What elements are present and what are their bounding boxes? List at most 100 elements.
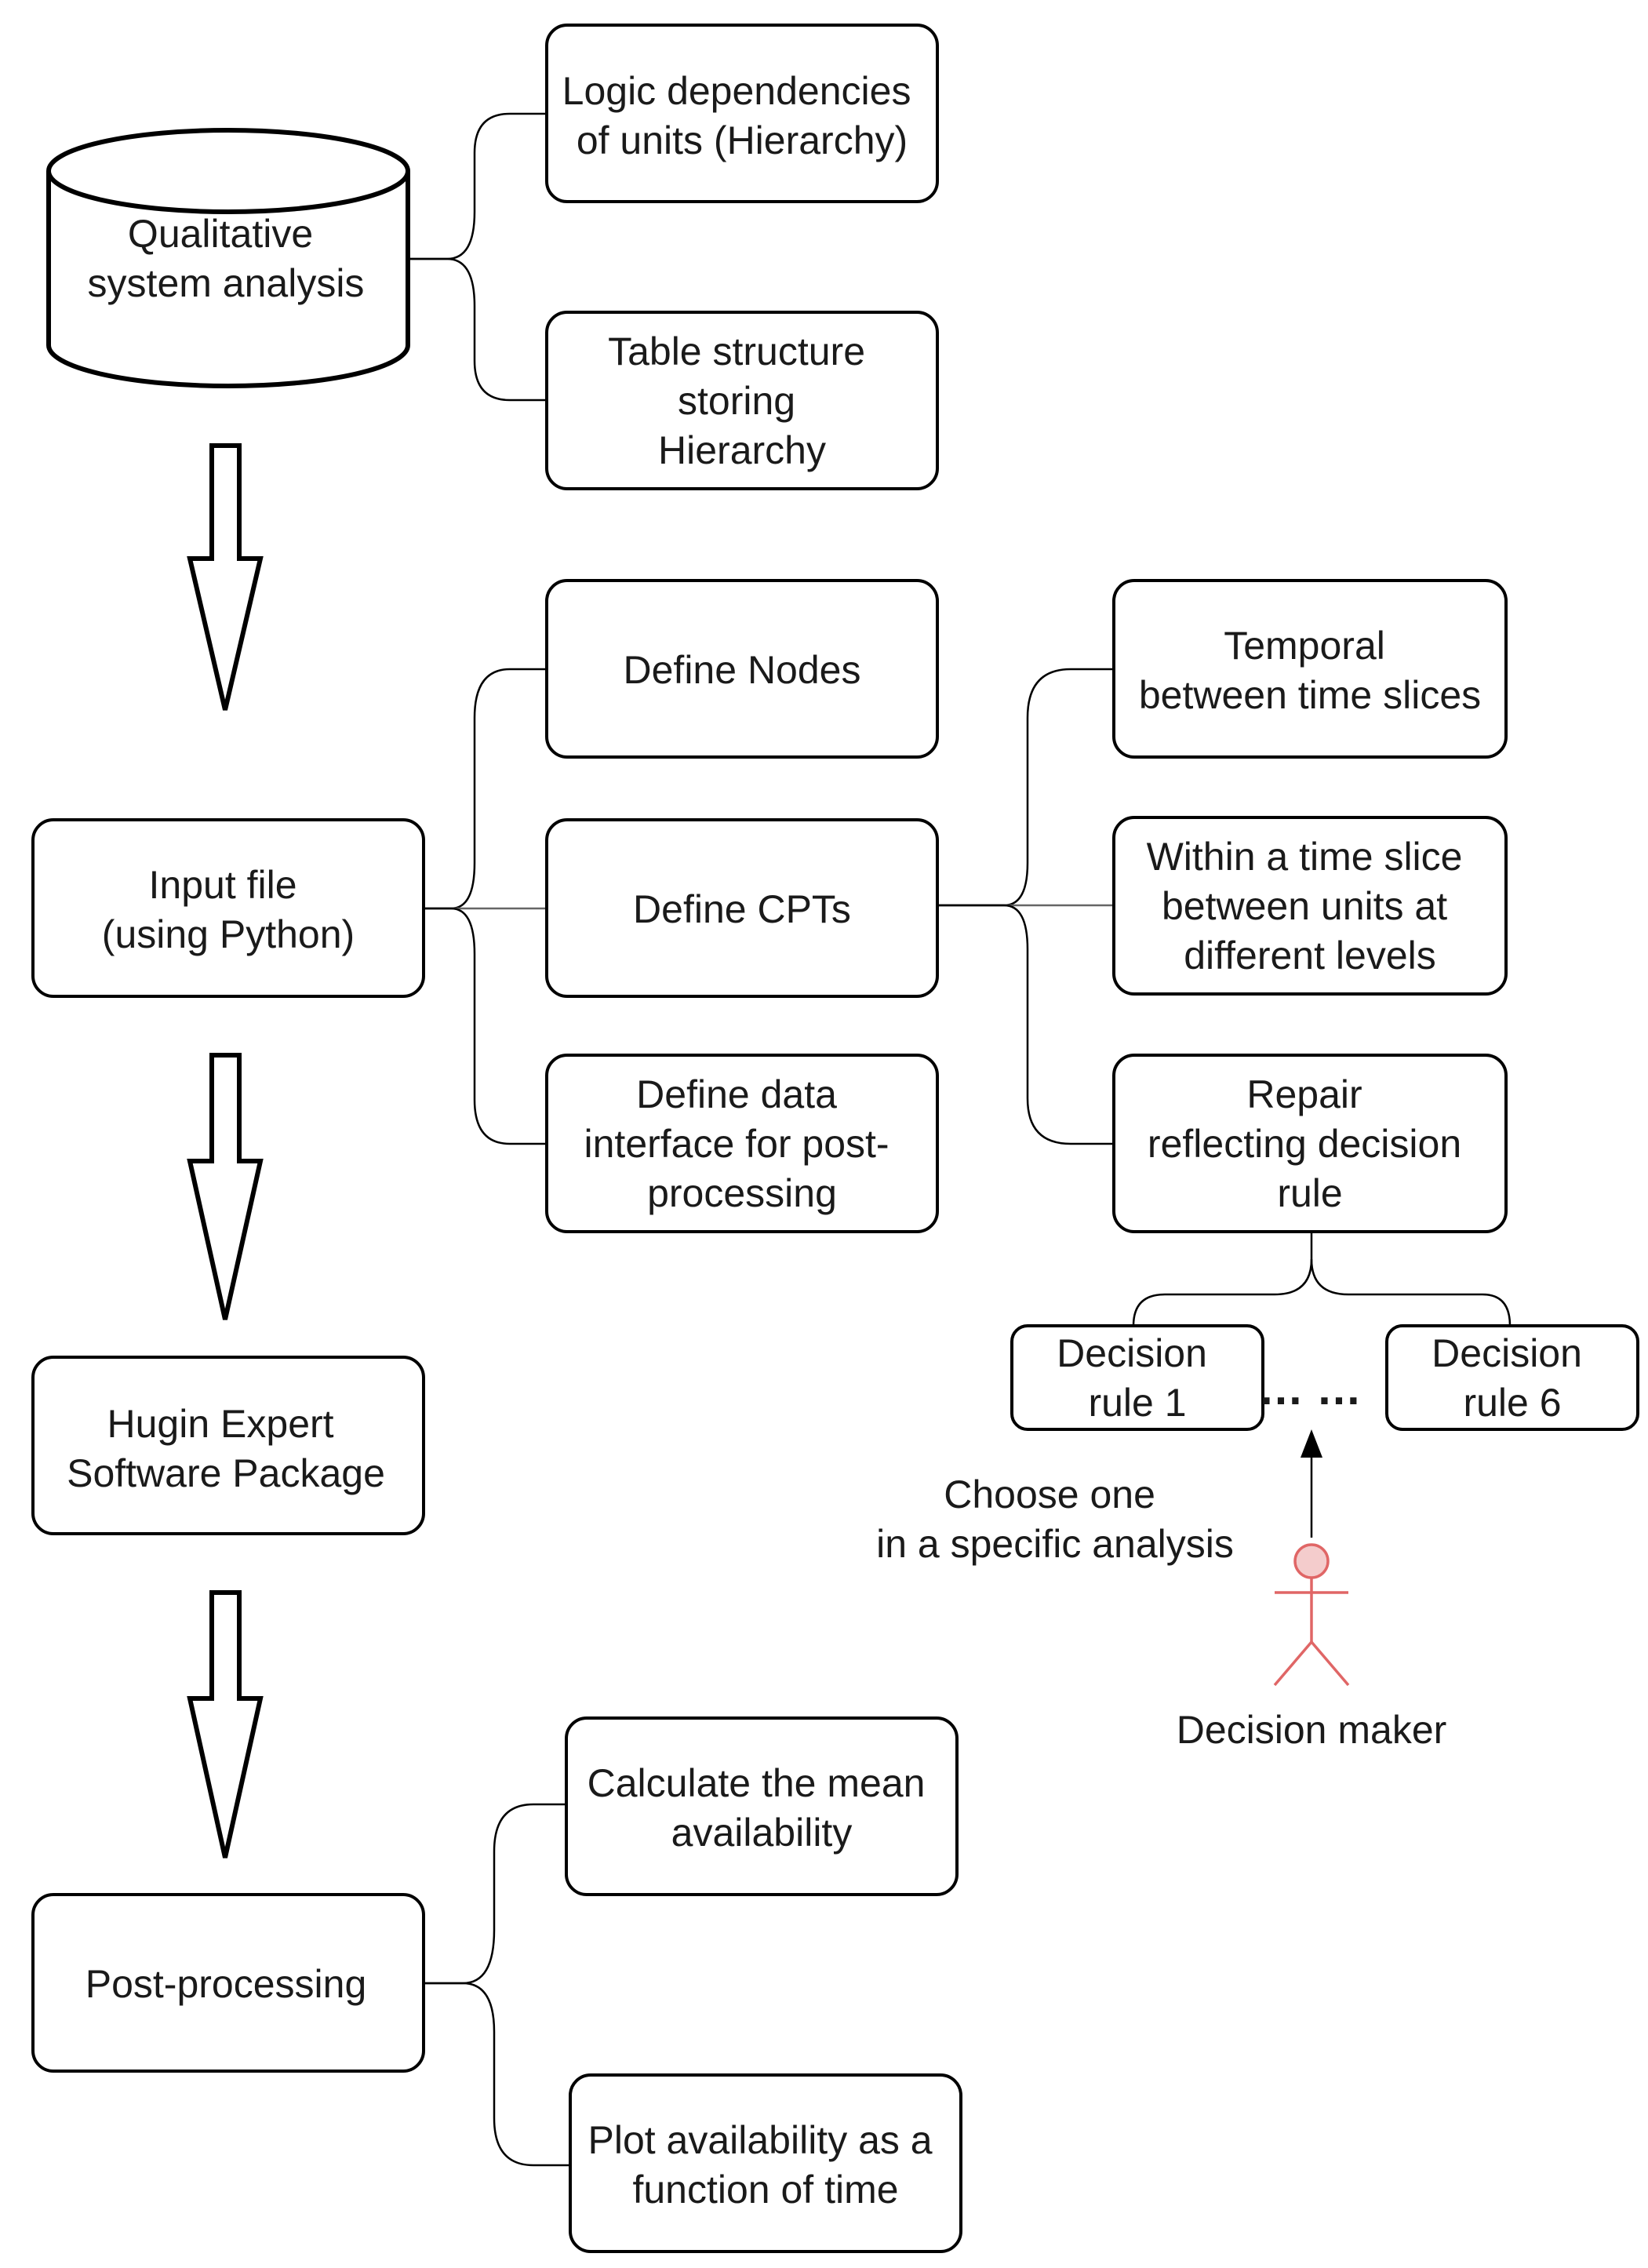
define-cpts-line-1: Define CPTs <box>633 887 851 931</box>
within-time-slice-box: Within a time slice between units at dif… <box>1112 816 1508 996</box>
repair-box: Repair reflecting decision rule <box>1112 1054 1508 1233</box>
decision-maker-right-leg <box>1310 1640 1350 1687</box>
svg-text:Decision rule 1: Decision rule 1 <box>1057 1331 1218 1425</box>
svg-text:Post-processing: Post-processing <box>85 1962 367 2006</box>
define-data-interface-line-2: interface for post- <box>584 1122 889 1166</box>
cylinder-body <box>46 171 410 388</box>
temporal-line-1: Temporal <box>1224 624 1385 668</box>
input-file-box: Input file (using Python) <box>31 818 425 998</box>
post-processing-box: Post-processing <box>31 1893 425 2073</box>
connector-post-plot <box>424 1982 569 2167</box>
define-nodes-rect <box>545 579 939 759</box>
choose-arrow-head <box>1301 1429 1322 1458</box>
connector-qualitative-logic <box>408 112 545 260</box>
qualitative-label-line-2: system analysis <box>88 261 365 305</box>
logic-dependencies-line-1: Logic dependencies <box>562 69 911 113</box>
within-time-slice-line-3: different levels <box>1184 934 1435 977</box>
define-cpts-rect <box>545 818 939 998</box>
within-time-slice-rect <box>1112 816 1508 996</box>
input-file-line-1: Input file <box>149 863 297 907</box>
qualitative-label-line-1: Qualitative <box>128 212 313 256</box>
cylinder-top <box>46 128 410 214</box>
hugin-rect <box>31 1356 425 1535</box>
repair-line-3: rule <box>1277 1171 1342 1215</box>
decision-rule-6-rect <box>1385 1324 1639 1431</box>
svg-text:Define CPTs: Define CPTs <box>633 887 851 931</box>
connector-cpts-repair <box>937 904 1112 1145</box>
temporal-rect <box>1112 579 1508 759</box>
choose-one-label: Choose one in a specific analysis <box>876 1473 1234 1566</box>
calculate-mean-line-2: availability <box>671 1811 853 1855</box>
repair-line-1: Repair <box>1246 1072 1362 1116</box>
decision-rule-6-line-2: rule 6 <box>1463 1381 1561 1425</box>
svg-text:Define Nodes: Define Nodes <box>624 648 861 692</box>
decision-rule-1-rect <box>1010 1324 1264 1431</box>
connector-input-nodes <box>424 668 545 910</box>
plot-availability-rect <box>569 2073 962 2253</box>
svg-text:Input file (using Python: Input file (using Python) <box>102 863 355 956</box>
input-file-line-2: (using Python) <box>102 912 355 956</box>
logic-dependencies-line-2: of units (Hierarchy) <box>577 118 908 162</box>
svg-text:Plot availability as a f: Plot availability as a function of time <box>588 2118 943 2212</box>
post-processing-rect <box>31 1893 425 2073</box>
connector-input-datainterface <box>424 907 545 1145</box>
decision-rules-ellipsis: … … <box>1258 1363 1362 1414</box>
calculate-mean-line-1: Calculate the mean <box>588 1761 926 1805</box>
hugin-line-2: Software Package <box>67 1451 385 1495</box>
repair-rect <box>1112 1054 1508 1233</box>
choose-one-line-2: in a specific analysis <box>876 1522 1234 1566</box>
svg-text:Decision rule 6: Decision rule 6 <box>1432 1331 1593 1425</box>
temporal-box: Temporal between time slices <box>1112 579 1508 759</box>
hugin-line-1: Hugin Expert <box>107 1402 334 1446</box>
logic-dependencies-box: Logic dependencies of units (Hierarchy) <box>545 24 939 203</box>
choose-one-line-1: Choose one <box>944 1473 1155 1516</box>
svg-text:Logic dependencies of un: Logic dependencies of units (Hierarchy) <box>562 69 922 162</box>
define-nodes-box: Define Nodes <box>545 579 939 759</box>
calculate-mean-rect <box>565 1716 959 1896</box>
svg-text:Define data interface fo: Define data interface for post- processi… <box>584 1072 900 1215</box>
define-nodes-line-1: Define Nodes <box>624 648 861 692</box>
svg-text:Table structure storing: Table structure storing Hierarchy <box>608 329 876 472</box>
decision-maker-actor <box>1273 1429 1350 1687</box>
calculate-mean-box: Calculate the mean availability <box>565 1716 959 1896</box>
temporal-line-2: between time slices <box>1139 673 1481 717</box>
connector-cpts-temporal <box>937 668 1112 907</box>
plot-availability-box: Plot availability as a function of time <box>569 2073 962 2253</box>
table-structure-line-2: storing <box>678 379 795 423</box>
qualitative-label: Qualitative system analysis <box>88 212 365 305</box>
logic-dependencies-rect <box>545 24 939 203</box>
define-data-interface-line-3: processing <box>647 1171 837 1215</box>
svg-text:Calculate the mean avail: Calculate the mean availability <box>588 1761 937 1855</box>
decision-rule-1-line-1: Decision <box>1057 1331 1207 1375</box>
connector-qualitative-table <box>408 257 545 402</box>
define-cpts-box: Define CPTs <box>545 818 939 998</box>
repair-line-2: reflecting decision <box>1148 1122 1461 1166</box>
table-structure-line-3: Hierarchy <box>658 428 826 472</box>
table-structure-line-1: Table structure <box>608 329 865 373</box>
flow-arrows <box>187 443 264 1858</box>
svg-text:Within a time slice betw: Within a time slice between units at dif… <box>1147 835 1474 977</box>
flow-arrow-2 <box>187 1053 264 1320</box>
connector-post-calculate <box>424 1803 569 1985</box>
decision-rule-1-box: Decision rule 1 <box>1010 1324 1264 1431</box>
define-data-interface-box: Define data interface for post- processi… <box>545 1054 939 1233</box>
within-time-slice-line-2: between units at <box>1162 884 1447 928</box>
define-data-interface-rect <box>545 1054 939 1233</box>
post-processing-line-1: Post-processing <box>85 1962 367 2006</box>
decision-maker-left-leg <box>1273 1640 1313 1687</box>
svg-text:Hugin Expert Software Pa: Hugin Expert Software Package <box>67 1402 385 1495</box>
plot-availability-line-2: function of time <box>632 2168 898 2212</box>
decision-maker-head <box>1293 1543 1330 1579</box>
svg-text:Repair reflecting decisi: Repair reflecting decision rule <box>1148 1072 1472 1215</box>
decision-maker-label: Decision maker <box>1177 1708 1447 1752</box>
connector-repair-brace-right <box>1310 1258 1512 1327</box>
table-structure-rect <box>545 311 939 490</box>
decision-rule-6-line-1: Decision <box>1432 1331 1582 1375</box>
input-file-rect <box>31 818 425 998</box>
decision-rule-6-box: Decision rule 6 <box>1385 1324 1639 1431</box>
svg-text:Temporal between time sl: Temporal between time slices <box>1139 624 1481 717</box>
flow-arrow-1 <box>187 443 264 711</box>
qualitative-analysis-cylinder: Qualitative system analysis <box>46 128 410 388</box>
hugin-box: Hugin Expert Software Package <box>31 1356 425 1535</box>
